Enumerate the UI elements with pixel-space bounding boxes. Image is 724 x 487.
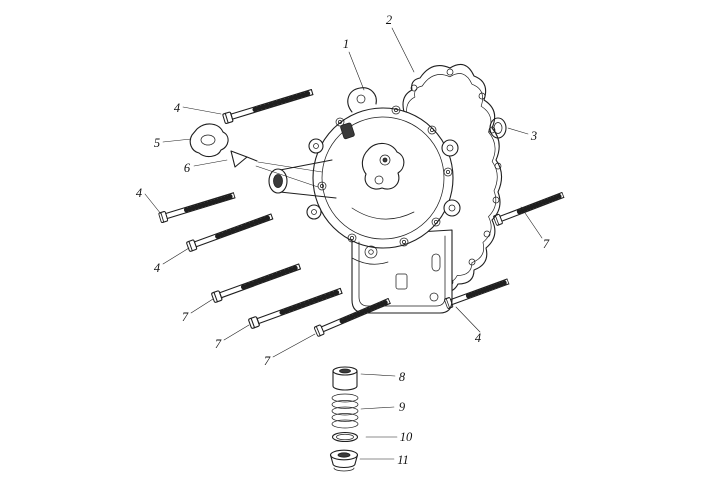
leader-7c xyxy=(272,333,316,358)
bolt-7-right xyxy=(493,190,565,225)
leader-1 xyxy=(348,51,365,91)
leader-7a xyxy=(190,298,214,314)
callout-6: 6 xyxy=(184,161,191,175)
callout-8: 8 xyxy=(399,370,406,384)
washer-part10 xyxy=(331,431,359,443)
callout-2: 2 xyxy=(386,13,392,27)
leader-5 xyxy=(162,138,192,143)
callout-10: 10 xyxy=(400,430,413,444)
bolt-7-b xyxy=(248,286,343,329)
callout-3: 3 xyxy=(530,129,537,143)
callout-7a: 7 xyxy=(182,310,189,324)
callouts: 1 2 3 4 5 6 4 4 7 7 7 7 4 8 9 10 11 xyxy=(136,13,550,467)
callout-1: 1 xyxy=(343,37,349,51)
bolt-4-top-left xyxy=(223,87,314,124)
leader-lines xyxy=(144,27,543,460)
callout-7b: 7 xyxy=(215,337,222,351)
callout-4a: 4 xyxy=(174,101,180,115)
leader-4b xyxy=(144,193,162,215)
leader-7d xyxy=(520,206,543,239)
collar-part11 xyxy=(329,449,359,472)
leader-4a xyxy=(182,106,222,115)
leader-6 xyxy=(193,159,228,167)
callout-11: 11 xyxy=(397,453,409,467)
leader-9 xyxy=(360,406,395,410)
seal-ring xyxy=(489,117,507,139)
bolt-4-left xyxy=(159,191,236,223)
leader-7b xyxy=(223,324,250,341)
leader-4d xyxy=(455,306,481,333)
callout-5: 5 xyxy=(154,136,160,150)
rim-bolt-bosses xyxy=(317,105,453,247)
leader-2 xyxy=(391,27,415,73)
filler-cap xyxy=(189,123,229,158)
spring-part9 xyxy=(331,393,359,429)
bushing-part8 xyxy=(332,366,358,391)
callout-7d: 7 xyxy=(543,237,550,251)
callout-7c: 7 xyxy=(264,354,271,368)
bolt-4-left-lower xyxy=(186,212,273,252)
callout-4d: 4 xyxy=(475,331,481,345)
leader-3 xyxy=(507,127,529,135)
callout-4b: 4 xyxy=(136,186,142,200)
crankcase-cover xyxy=(268,87,461,314)
bolt-7-a xyxy=(211,262,301,303)
dipstick xyxy=(230,150,323,188)
callout-4c: 4 xyxy=(154,261,160,275)
leader-8 xyxy=(360,373,396,377)
bolt-4-right xyxy=(444,277,509,309)
callout-9: 9 xyxy=(399,400,406,414)
leader-4c xyxy=(162,247,190,265)
